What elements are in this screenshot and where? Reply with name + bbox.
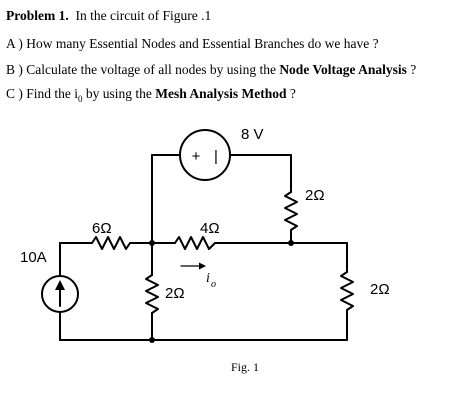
- question-b: B ) Calculate the voltage of all nodes b…: [6, 62, 416, 78]
- resistor-right-2ohm: [340, 271, 354, 311]
- figure-caption: Fig. 1: [231, 360, 259, 374]
- current-io-subscript: o: [211, 279, 216, 290]
- junction-node-right: [288, 240, 294, 246]
- question-c-subscript: 0: [78, 94, 83, 104]
- question-b-suffix: ?: [406, 62, 417, 77]
- label-upper-right-2ohm: 2Ω: [305, 187, 325, 204]
- question-b-prefix: B ) Calculate the voltage of all nodes b…: [6, 62, 280, 77]
- voltage-source-label: 8 V: [241, 126, 264, 143]
- label-6ohm: 6Ω: [92, 220, 112, 237]
- junction-node-bottom: [149, 337, 155, 343]
- label-mid-2ohm: 2Ω: [165, 285, 185, 302]
- problem-heading: Problem 1. In the circuit of Figure .1: [6, 8, 211, 24]
- resistor-4ohm: [174, 236, 216, 250]
- question-c-mid: by using the: [82, 86, 156, 101]
- question-c: C ) Find the i0 by using the Mesh Analys…: [6, 86, 296, 104]
- question-c-prefix: C ) Find the i: [6, 86, 79, 101]
- voltage-source-circle: [179, 129, 231, 181]
- problem-title: Problem 1.: [6, 8, 69, 23]
- current-source-label: 10A: [20, 249, 47, 266]
- question-a: A ) How many Essential Nodes and Essenti…: [6, 36, 379, 51]
- voltage-source-minus: |: [214, 148, 218, 165]
- junction-node-middle: [149, 240, 155, 246]
- problem-intro: In the circuit of Figure .1: [75, 8, 212, 23]
- question-c-suffix: ?: [286, 86, 296, 101]
- resistor-upper-right-2ohm: [284, 191, 298, 231]
- question-b-bold: Node Voltage Analysis: [279, 62, 407, 77]
- resistor-6ohm: [91, 236, 131, 250]
- current-io-label: i: [206, 271, 210, 286]
- up-arrow-icon: [55, 280, 65, 290]
- question-c-bold: Mesh Analysis Method: [155, 86, 287, 101]
- right-arrow-icon: [199, 262, 206, 270]
- voltage-source-plus: +: [192, 148, 201, 165]
- resistor-mid-2ohm: [145, 274, 159, 314]
- label-4ohm: 4Ω: [200, 220, 220, 237]
- label-right-2ohm: 2Ω: [370, 281, 390, 298]
